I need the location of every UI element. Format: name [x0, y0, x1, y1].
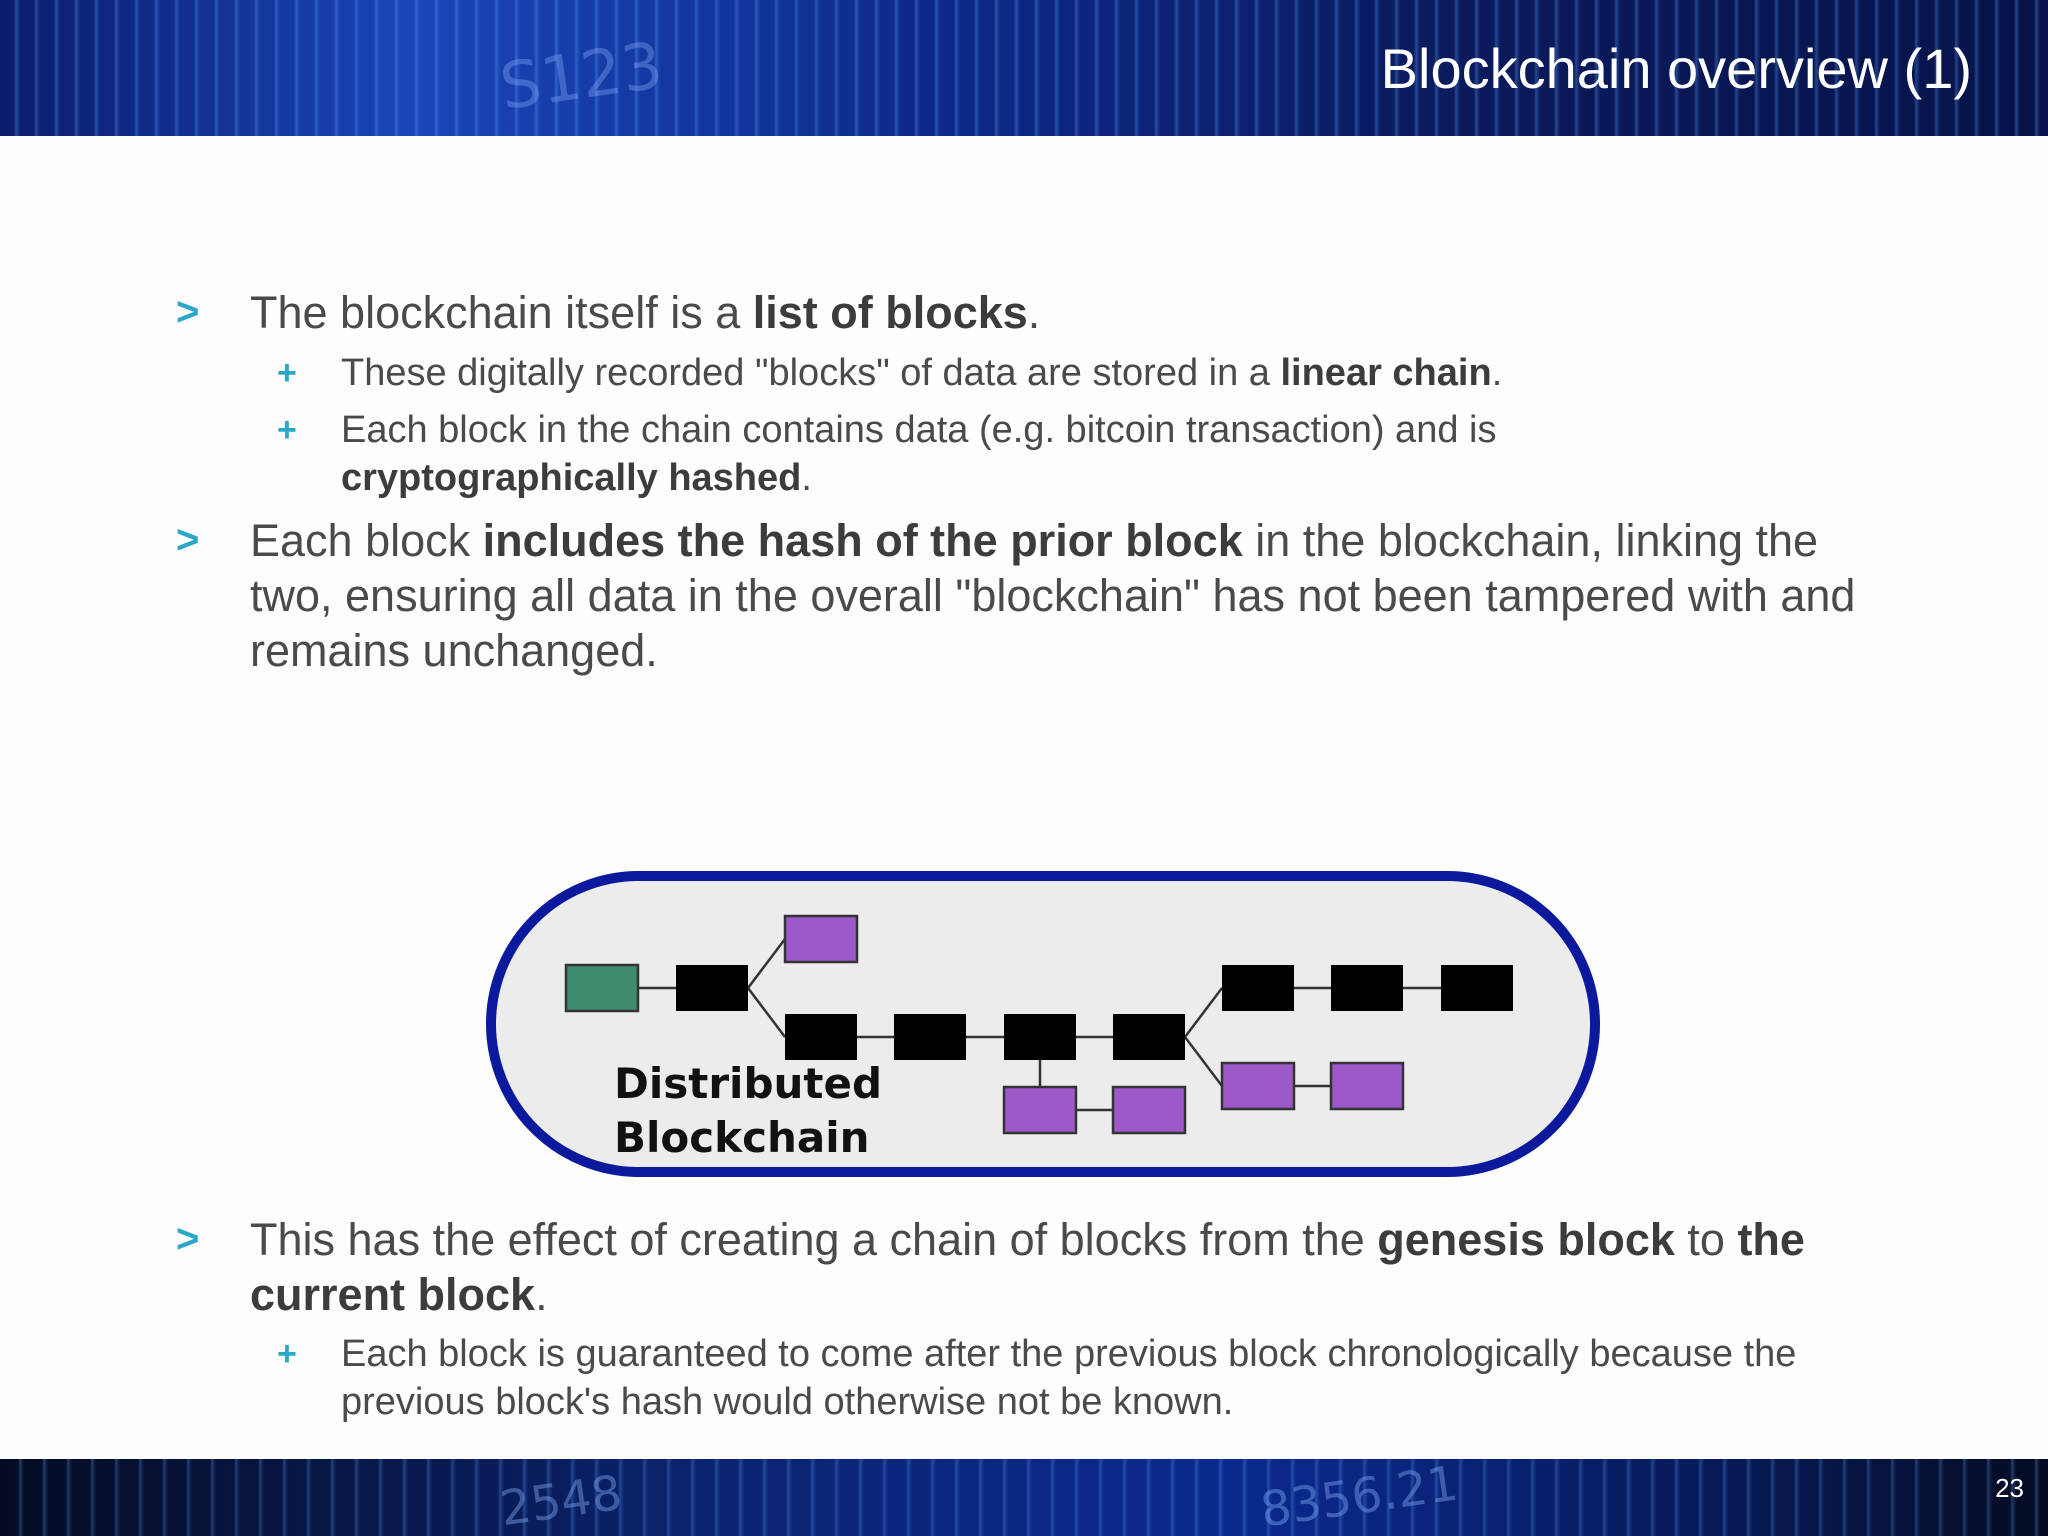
diagram-label-line1: Distributed	[614, 1059, 882, 1108]
plus-marker-icon: +	[277, 354, 297, 392]
chain-block	[785, 1014, 857, 1060]
chain-block	[1004, 1014, 1076, 1060]
plus-marker-icon: +	[277, 411, 297, 449]
chain-block	[1441, 965, 1513, 1011]
page-number: 23	[1995, 1473, 2024, 1503]
sub-bullet-3-1: + Each block is guaranteed to come after…	[277, 1330, 1911, 1426]
bullet-2: > Each block includes the hash of the pr…	[176, 515, 1856, 676]
footer-banner: 2548 8356.21	[0, 1459, 2048, 1536]
footer-ghost-number: 8356.21	[1257, 1459, 1462, 1536]
chain-block	[1222, 965, 1294, 1011]
genesis-block	[564, 963, 640, 1013]
orphan-block	[783, 914, 859, 964]
orphan-block	[1002, 1085, 1078, 1135]
bullet-marker-icon: >	[176, 1217, 200, 1261]
chain-block	[894, 1014, 966, 1060]
bullet-marker-icon: >	[176, 290, 200, 334]
bullet-1: > The blockchain itself is a list of blo…	[176, 287, 1041, 338]
header-ghost-number: S123	[495, 29, 668, 125]
plus-marker-icon: +	[277, 1335, 297, 1373]
sub-bullet-1-1: + These digitally recorded "blocks" of d…	[277, 349, 1901, 397]
sub-bullet-1-2: + Each block in the chain contains data …	[277, 406, 1581, 502]
diagram-label-line2: Blockchain	[614, 1113, 870, 1162]
chain-block	[676, 965, 748, 1011]
orphan-block	[1220, 1061, 1296, 1111]
footer-ghost-number: 2548	[496, 1464, 626, 1536]
chain-block	[1113, 1014, 1185, 1060]
chain-block	[1331, 965, 1403, 1011]
orphan-block	[1329, 1061, 1405, 1111]
bullet-3: > This has the effect of creating a chai…	[176, 1214, 1805, 1320]
orphan-block	[1111, 1085, 1187, 1135]
header-banner: S123	[0, 0, 2048, 136]
bullet-marker-icon: >	[176, 518, 200, 562]
distributed-blockchain-diagram: Distributed Blockchain	[486, 871, 1600, 1177]
slide-title: Blockchain overview (1)	[1380, 37, 1972, 100]
